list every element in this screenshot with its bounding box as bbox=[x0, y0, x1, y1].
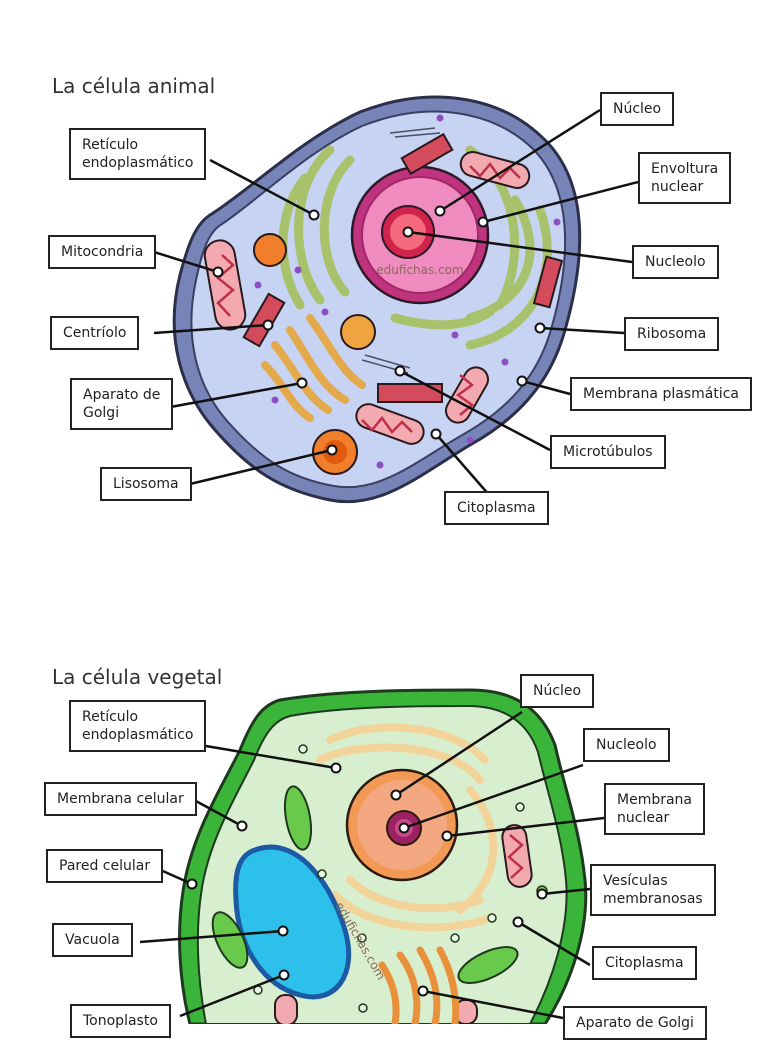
label-animal-reticulo: Retículo endoplasmático bbox=[69, 128, 207, 180]
label-animal-centriolo: Centríolo bbox=[50, 316, 140, 350]
animal-watermark: edufichas.com bbox=[376, 263, 463, 277]
label-animal-ribosoma: Ribosoma bbox=[624, 317, 720, 351]
label-plant-pared: Pared celular bbox=[46, 849, 164, 883]
animal-cell-title: La célula animal bbox=[52, 74, 216, 98]
plant-chloroplast-shapes bbox=[211, 785, 519, 984]
plant-er-shape bbox=[316, 723, 498, 932]
animal-cell-illustration: edufichas.com bbox=[172, 95, 582, 504]
animal-leader-lines bbox=[153, 108, 639, 497]
label-plant-citoplasma: Citoplasma bbox=[592, 946, 697, 980]
label-plant-membrana-celular: Membrana celular bbox=[44, 782, 197, 816]
plant-golgi-shape bbox=[378, 946, 460, 1024]
label-plant-tonoplasto: Tonoplasto bbox=[70, 1004, 171, 1038]
label-plant-nucleolo: Nucleolo bbox=[583, 728, 670, 762]
plant-mitochondria-shapes bbox=[274, 824, 533, 1024]
label-plant-reticulo: Retículo endoplasmático bbox=[69, 700, 207, 752]
label-plant-nucleo: Núcleo bbox=[520, 674, 595, 708]
label-animal-membrana: Membrana plasmática bbox=[570, 377, 752, 411]
animal-centriole-shapes bbox=[242, 132, 564, 403]
label-animal-nucleo: Núcleo bbox=[600, 92, 675, 126]
label-animal-citoplasma: Citoplasma bbox=[444, 491, 549, 525]
label-animal-mitocondria: Mitocondria bbox=[48, 235, 157, 269]
label-animal-microtubulos: Microtúbulos bbox=[550, 435, 666, 469]
label-plant-membrana-nuclear: Membrana nuclear bbox=[604, 783, 706, 835]
label-animal-envoltura: Envoltura nuclear bbox=[638, 152, 732, 204]
label-animal-nucleolo: Nucleolo bbox=[632, 245, 719, 279]
animal-leader-endpoints bbox=[212, 205, 546, 456]
plant-cell-illustration: edufichas.com bbox=[178, 688, 588, 1024]
plant-leader-endpoints bbox=[186, 762, 548, 997]
label-plant-vacuola: Vacuola bbox=[52, 923, 133, 957]
animal-mitochondria-shapes bbox=[203, 151, 531, 445]
label-plant-golgi: Aparato de Golgi bbox=[563, 1006, 707, 1040]
label-animal-lisosoma: Lisosoma bbox=[100, 467, 192, 501]
plant-leader-lines bbox=[139, 710, 605, 1020]
plant-cell-title: La célula vegetal bbox=[52, 665, 223, 689]
label-plant-vesiculas: Vesículas membranosas bbox=[590, 864, 716, 916]
plant-vesicle-shapes bbox=[253, 744, 525, 1013]
label-animal-golgi: Aparato de Golgi bbox=[70, 378, 174, 430]
